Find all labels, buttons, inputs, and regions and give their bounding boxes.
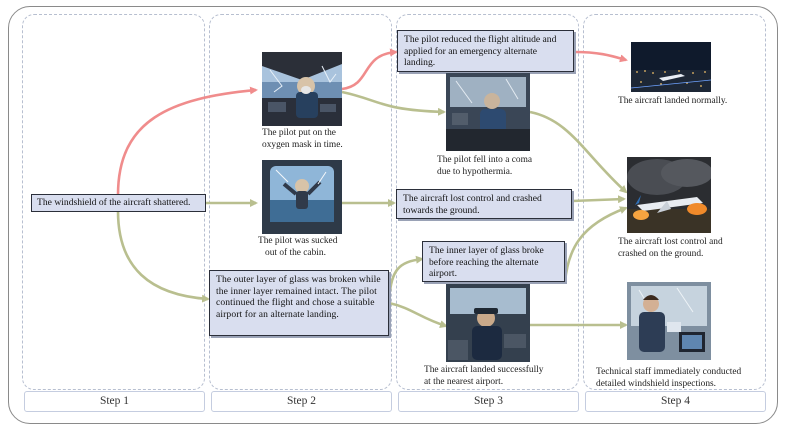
- arrow-coma-to-crashed-ground: [529, 110, 628, 194]
- arrow-reduced-to-landed-normally: [573, 50, 628, 63]
- caption-landed-nearest: The aircraft landed successfully at the …: [424, 365, 544, 387]
- box-inner-layer-broke: The inner layer of glass broke before re…: [422, 241, 565, 282]
- image-aircraft-landed-night: [631, 42, 711, 92]
- step-2-label: Step 2: [211, 391, 392, 412]
- box-reduced-altitude: The pilot reduced the flight altitude an…: [397, 30, 574, 72]
- arrow-lost-control-to-crashed-ground: [571, 195, 626, 204]
- image-pilot-oxygen-mask: [262, 52, 342, 126]
- arrow-inner-broke-to-crashed-ground: [563, 206, 628, 283]
- arrow-oxygen-to-reduced-altitude: [341, 48, 398, 91]
- image-pilot-coma: [446, 73, 530, 151]
- caption-landed-normally: The aircraft landed normally.: [618, 96, 728, 106]
- image-pilot-sucked-out: [262, 160, 342, 234]
- caption-inspections: Technical staff immediately conducted de…: [596, 367, 742, 389]
- image-aircraft-crashed: [627, 157, 711, 233]
- outer-frame: [8, 6, 778, 424]
- box-outer-layer-broken: The outer layer of glass was broken whil…: [209, 270, 389, 336]
- arrow-outer-to-landed-nearest: [388, 301, 448, 329]
- caption-sucked-out: The pilot was sucked out of the cabin.: [258, 236, 338, 258]
- box-windshield-shattered: The windshield of the aircraft shattered…: [31, 194, 206, 212]
- box-lost-control-crashed: The aircraft lost control and crashed to…: [396, 189, 572, 219]
- step-1-label: Step 1: [24, 391, 205, 412]
- image-technical-staff: [627, 282, 711, 360]
- caption-oxygen-mask: The pilot put on the oxygen mask in time…: [262, 128, 343, 150]
- step-3-label: Step 3: [398, 391, 579, 412]
- caption-coma: The pilot fell into a coma due to hypoth…: [437, 155, 533, 177]
- arrow-shattered-to-oxygen-mask: [116, 86, 258, 196]
- arrow-outer-to-inner-broke: [387, 255, 424, 299]
- arrow-shattered-to-outer-layer: [116, 210, 210, 303]
- step-4-column: [583, 14, 766, 390]
- caption-crashed-ground: The aircraft lost control and crashed on…: [618, 237, 723, 259]
- step-4-label: Step 4: [585, 391, 766, 412]
- arrow-oxygen-to-coma: [341, 90, 446, 116]
- image-pilot-landed: [446, 284, 530, 362]
